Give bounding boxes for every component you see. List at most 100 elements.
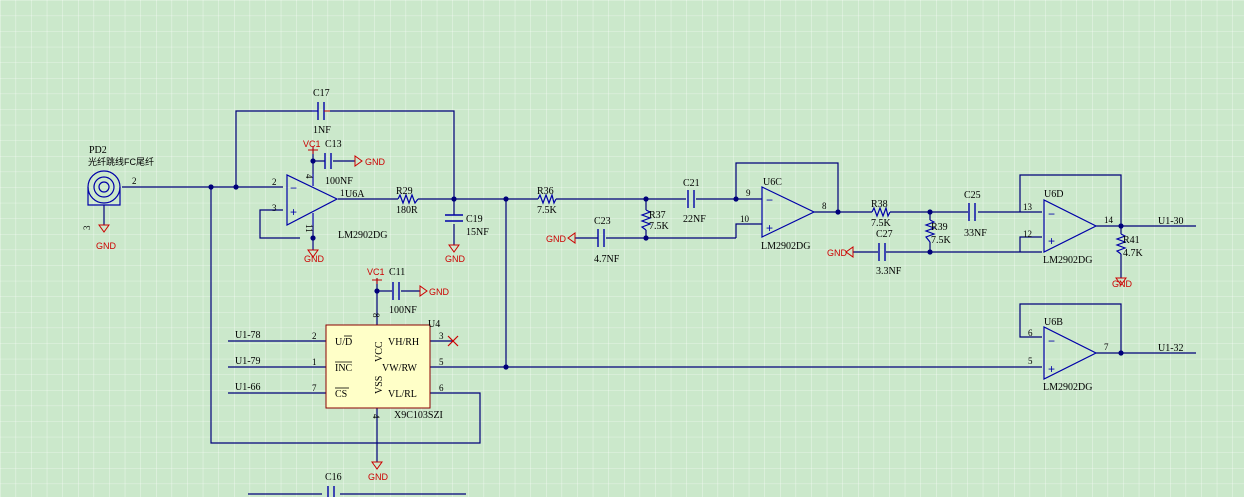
gnd-symbol-pd2: GND [96,224,117,251]
opamp-u6d[interactable]: − + 13 12 14 U6D LM2902DG [1023,189,1114,266]
r39-ref: R39 [931,222,948,233]
u4-ref: U4 [428,319,440,330]
c25-ref: C25 [964,190,981,201]
resistor-r39[interactable]: R39 7.5K [924,219,952,246]
net-label-u1-32[interactable]: U1-32 [1158,343,1184,354]
c17-value: 1NF [313,125,331,136]
gnd-symbol-c23: GND [546,232,576,244]
c21-ref: C21 [683,178,700,189]
pd2-pin3: 3 [82,225,92,230]
c27-value: 3.3NF [876,266,902,277]
net-label-u1-79[interactable]: U1-79 [235,356,261,367]
ic-u4-digital-pot[interactable]: U4 X9C103SZI U/D INC CS VH/RH VW/RW VL/R… [312,313,459,421]
r38-value: 7.5K [871,218,892,229]
u6b-part: LM2902DG [1043,382,1092,393]
resistor-r29[interactable]: R29 180R [396,186,419,216]
svg-text:+: + [1048,234,1055,248]
gnd-label: GND [304,254,325,264]
r37-ref: R37 [649,210,666,221]
c16-ref: C16 [325,472,342,483]
c25-value: 33NF [964,228,987,239]
r41-value: 4.7K [1123,248,1144,259]
vc1-label: VC1 [367,267,385,277]
capacitor-c27[interactable]: C27 3.3NF [876,229,902,277]
u4-vcc-label: VCC [374,341,385,362]
c23-ref: C23 [594,216,611,227]
r41-ref: R41 [1123,235,1140,246]
c19-ref: C19 [466,214,483,225]
u6d-part: LM2902DG [1043,255,1092,266]
u6c-pin-out: 8 [822,201,827,211]
gnd-label: GND [546,234,567,244]
vcc-symbol-u4: VC1 [367,267,385,284]
u6a-pin-gnd: 11 [304,224,314,233]
u6a-part: LM2902DG [338,230,387,241]
resistor-r38[interactable]: R38 7.5K [871,199,892,229]
u4-pin-vcc: 8 [371,313,381,318]
u4-ud-label: U/D [335,337,352,348]
c11-value: 100NF [389,305,417,316]
gnd-symbol-c19: GND [445,244,466,264]
net-label-u1-66[interactable]: U1-66 [235,382,261,393]
u6d-pin-neg: 13 [1023,202,1033,212]
svg-text:−: − [290,181,297,195]
gnd-label: GND [1112,279,1133,289]
u4-pin-vss: 4 [371,414,381,419]
capacitor-c23[interactable]: C23 4.7NF [594,216,620,265]
r36-ref: R36 [537,186,554,197]
u6a-pin-vcc: 4 [304,174,314,179]
gnd-symbol-u6a: GND [304,249,325,264]
u6c-ref: U6C [763,177,782,188]
opamp-u6b[interactable]: − + 6 5 7 U6B LM2902DG [1028,317,1109,393]
gnd-symbol-c13: GND [354,155,386,167]
u6b-pin-neg: 6 [1028,328,1033,338]
c23-value: 4.7NF [594,254,620,265]
u4-part: X9C103SZI [394,410,443,421]
gnd-symbol-u4: GND [368,461,389,482]
u6a-pin-out: 1 [340,188,345,198]
vcc-symbol-u6a: VC1 [303,139,321,154]
capacitor-c21[interactable]: C21 22NF [683,178,706,225]
resistor-r41[interactable]: R41 4.7K [1115,233,1144,259]
r36-value: 7.5K [537,205,558,216]
capacitor-c25[interactable]: C25 33NF [964,190,987,239]
gnd-label: GND [827,248,848,258]
r38-ref: R38 [871,199,888,210]
u6b-pin-out: 7 [1104,342,1109,352]
gnd-symbol-r41: GND [1112,277,1133,289]
net-label-u1-78[interactable]: U1-78 [235,330,261,341]
c19-value: 15NF [466,227,489,238]
connector-pd2[interactable]: PD2 光纤跳线FC尾纤 2 3 [82,145,154,230]
gnd-label: GND [445,254,466,264]
u6a-pin-pos: 3 [272,203,277,213]
opamp-u6c[interactable]: − + 9 10 8 U6C LM2902DG [740,177,827,252]
u6d-ref: U6D [1044,189,1063,200]
opamp-u6a[interactable]: − + 2 3 4 11 1 U6A LM2902DG [272,174,387,241]
capacitor-c16[interactable]: C16 [325,472,342,497]
r29-value: 180R [396,205,418,216]
u4-pin-vw: 5 [439,357,444,367]
net-label-u1-30[interactable]: U1-30 [1158,216,1184,227]
c13-ref: C13 [325,139,342,150]
resistor-r37[interactable]: R37 7.5K [640,209,670,232]
capacitor-c19[interactable]: C19 15NF [445,214,489,238]
capacitor-c11[interactable]: C11 100NF [389,267,417,316]
svg-text:−: − [1048,207,1055,221]
capacitor-c17[interactable]: C17 1NF [312,88,331,136]
gnd-symbol-c27: GND [827,246,854,258]
svg-text:+: + [1048,362,1055,376]
pd2-pin2: 2 [132,176,137,186]
vc1-label: VC1 [303,139,321,149]
gnd-label: GND [429,287,450,297]
svg-text:−: − [766,193,773,207]
no-connect-x-icon [447,335,459,347]
wires [103,110,1196,495]
u4-inc-label: INC [335,363,353,374]
net-labels: U1-78 U1-79 U1-66 U1-30 U1-32 [235,216,1184,393]
capacitor-c13[interactable]: C13 100NF [324,139,353,187]
r37-value: 7.5K [649,221,670,232]
resistor-r36[interactable]: R36 7.5K [537,186,558,216]
u6c-part: LM2902DG [761,241,810,252]
